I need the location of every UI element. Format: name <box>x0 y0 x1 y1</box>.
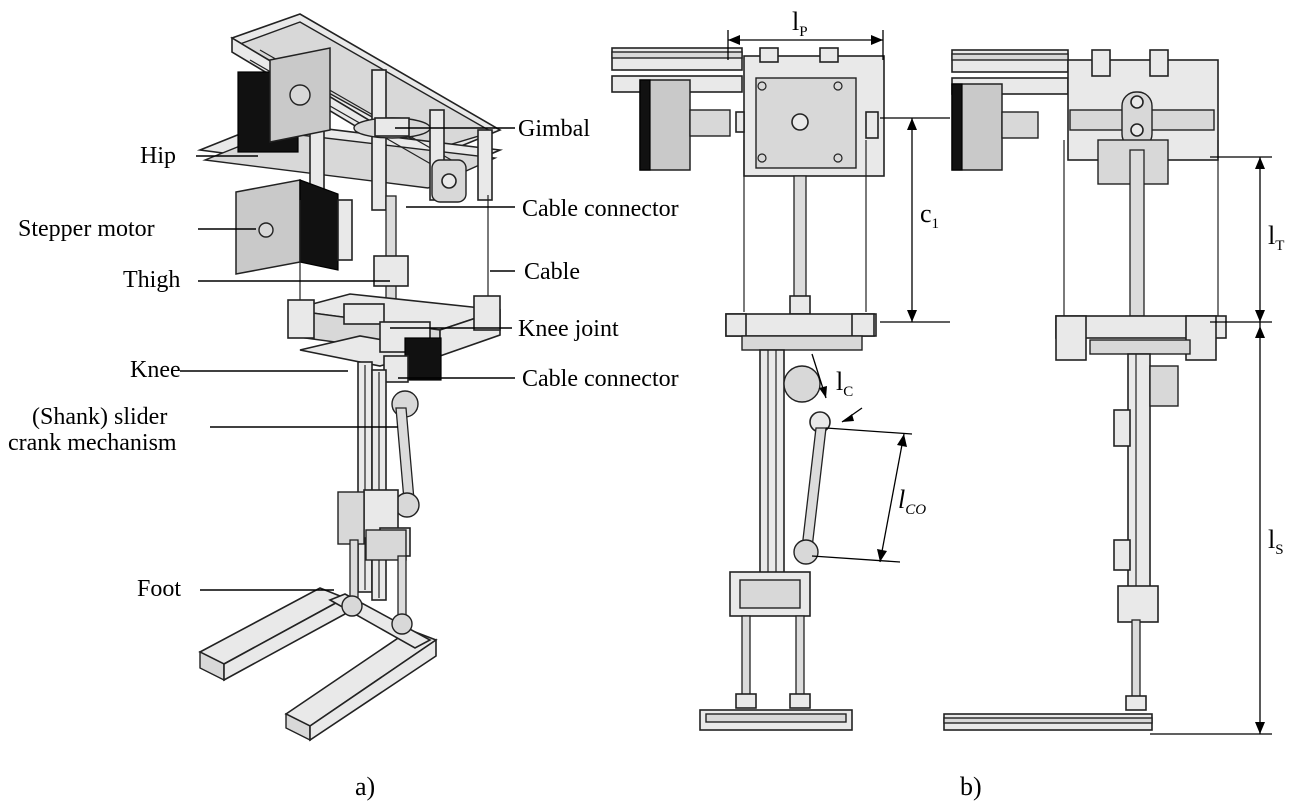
foot-frame <box>198 587 438 742</box>
label-hip: Hip <box>140 143 176 169</box>
label-gimbal: Gimbal <box>518 116 590 142</box>
knee-motor <box>383 337 442 383</box>
dim-lp: lP <box>792 7 808 40</box>
dim-lc: lC <box>836 367 853 400</box>
label-cable-connector-bottom: Cable connector <box>522 366 679 392</box>
dim-ls: lS <box>1268 525 1284 558</box>
caption-a: a) <box>355 772 375 801</box>
panel-a-leaders <box>180 127 515 591</box>
label-knee: Knee <box>130 357 181 383</box>
caption-b: b) <box>960 772 982 801</box>
label-thigh: Thigh <box>123 267 180 293</box>
label-foot: Foot <box>137 576 181 602</box>
dimension-labels: lP c1 lC lCO lT lS <box>792 7 1284 558</box>
dimension-lines <box>727 30 1272 735</box>
upper-stepper-motor <box>237 47 331 153</box>
label-cable-connector-top: Cable connector <box>522 196 679 222</box>
label-knee-joint: Knee joint <box>518 316 619 342</box>
shank-rails <box>357 361 387 601</box>
stepper-motor <box>235 179 353 275</box>
panel-b-side-view <box>943 49 1227 731</box>
shank-blocks <box>337 491 407 561</box>
label-stepper-motor: Stepper motor <box>18 216 155 242</box>
label-shank-line2: crank mechanism <box>8 430 177 456</box>
dim-lco: lCO <box>898 485 926 518</box>
panel-a-labels: Hip Stepper motor Thigh Knee (Shank) sli… <box>8 116 679 602</box>
label-shank-line1: (Shank) slider <box>32 404 167 430</box>
panel-b-front-view <box>611 47 885 731</box>
dim-c1: c1 <box>920 199 939 232</box>
panel-a-model <box>196 13 504 742</box>
hip-pulley <box>431 159 467 203</box>
dim-lt: lT <box>1268 221 1284 254</box>
label-cable: Cable <box>524 259 580 285</box>
